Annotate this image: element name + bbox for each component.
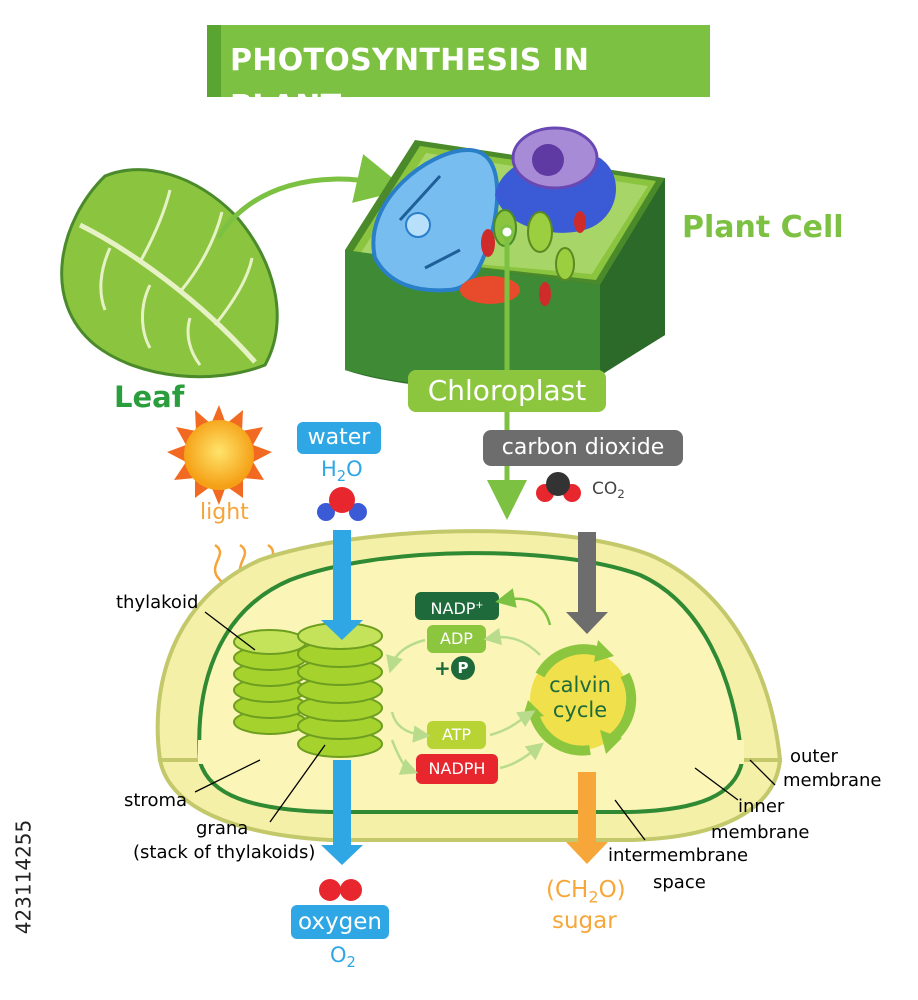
oxygen-molecule-icon [319,879,362,901]
plant-cell-icon [345,126,665,390]
outer-membrane-label-line2: membrane [783,770,882,791]
atp-label-box [427,721,486,749]
oxygen-label: oxygen [298,909,382,935]
adp-label-box [427,625,486,653]
water-label-box [297,422,381,454]
h2o-subscript: 2 [336,468,347,486]
light-label: light [200,500,249,525]
co2-arrow [566,532,608,634]
nadp-label: NADP+ [415,592,499,620]
o2-subscript: 2 [346,954,356,972]
plus-sign: + [434,656,451,680]
co2-text: CO [592,479,618,499]
nadp-label-box [415,592,499,620]
oxygen-label-box [291,905,389,939]
h2o-o: O [346,457,363,481]
sugar-arrow [566,772,608,864]
leader-lines [194,611,776,841]
calvin-cycle-icon [522,640,637,756]
stock-id: 423114255 [11,819,36,935]
cofactor-arrows [386,588,552,775]
leaf-label: Leaf [114,380,185,414]
page-title: PHOTOSYNTHESIS IN PLANT [230,43,590,124]
carbon-dioxide-label-box [483,430,683,466]
water-molecule-icon [317,487,367,521]
h2o-formula: H2O [321,457,363,485]
stroma-label: stroma [124,790,188,811]
nadp-superscript: + [475,600,484,611]
nadph-label-box [416,754,498,784]
ch2o-subscript: 2 [588,887,599,907]
ch2o-close: O) [598,877,626,903]
leaf-icon [60,168,279,379]
inner-membrane-label-line2: membrane [711,822,810,843]
o2-o: O [330,943,347,967]
calvin-label-line1: calvin [549,673,611,697]
nadph-label: NADPH [428,759,486,778]
co2-formula: CO2 [592,479,625,501]
calvin-label-line2: cycle [552,698,608,722]
title-banner [207,25,710,97]
thylakoid-stack-icon [233,622,383,758]
phosphate-icon [451,656,475,680]
thylakoid-label: thylakoid [116,592,199,613]
chloroplast-label: Chloroplast [427,374,587,407]
stock-id-strip: 423114255 [6,765,36,990]
o2-formula: O2 [330,943,356,971]
intermembrane-label-line2: space [653,872,706,893]
grana-label-line2: (stack of thylakoids) [133,842,316,863]
ch2o-formula: (CH2O) [546,877,626,907]
carbon-dioxide-label: carbon dioxide [501,435,665,460]
intermembrane-label-line1: intermembrane [608,845,749,866]
adp-label: ADP [440,629,473,648]
water-arrow [321,530,363,640]
co2-molecule-icon [536,472,581,502]
ch2o-open: (CH [546,877,589,903]
nadp-text: NADP [430,598,476,618]
h2o-h: H [321,457,337,481]
outer-membrane-label-line1: outer [790,746,838,767]
inner-membrane-label-line1: inner [738,796,785,817]
phosphate-label: P [457,659,469,677]
leaf-to-cell-arrow [215,154,407,240]
sun-icon [167,405,272,505]
co2-subscript: 2 [617,487,625,502]
water-label: water [307,425,371,450]
atp-label: ATP [441,725,472,744]
sugar-label: sugar [552,908,617,934]
grana-label-line1: grana [196,818,249,839]
oxygen-arrow [321,760,363,865]
chloroplast-label-box [408,370,606,412]
plant-cell-label: Plant Cell [682,210,844,245]
